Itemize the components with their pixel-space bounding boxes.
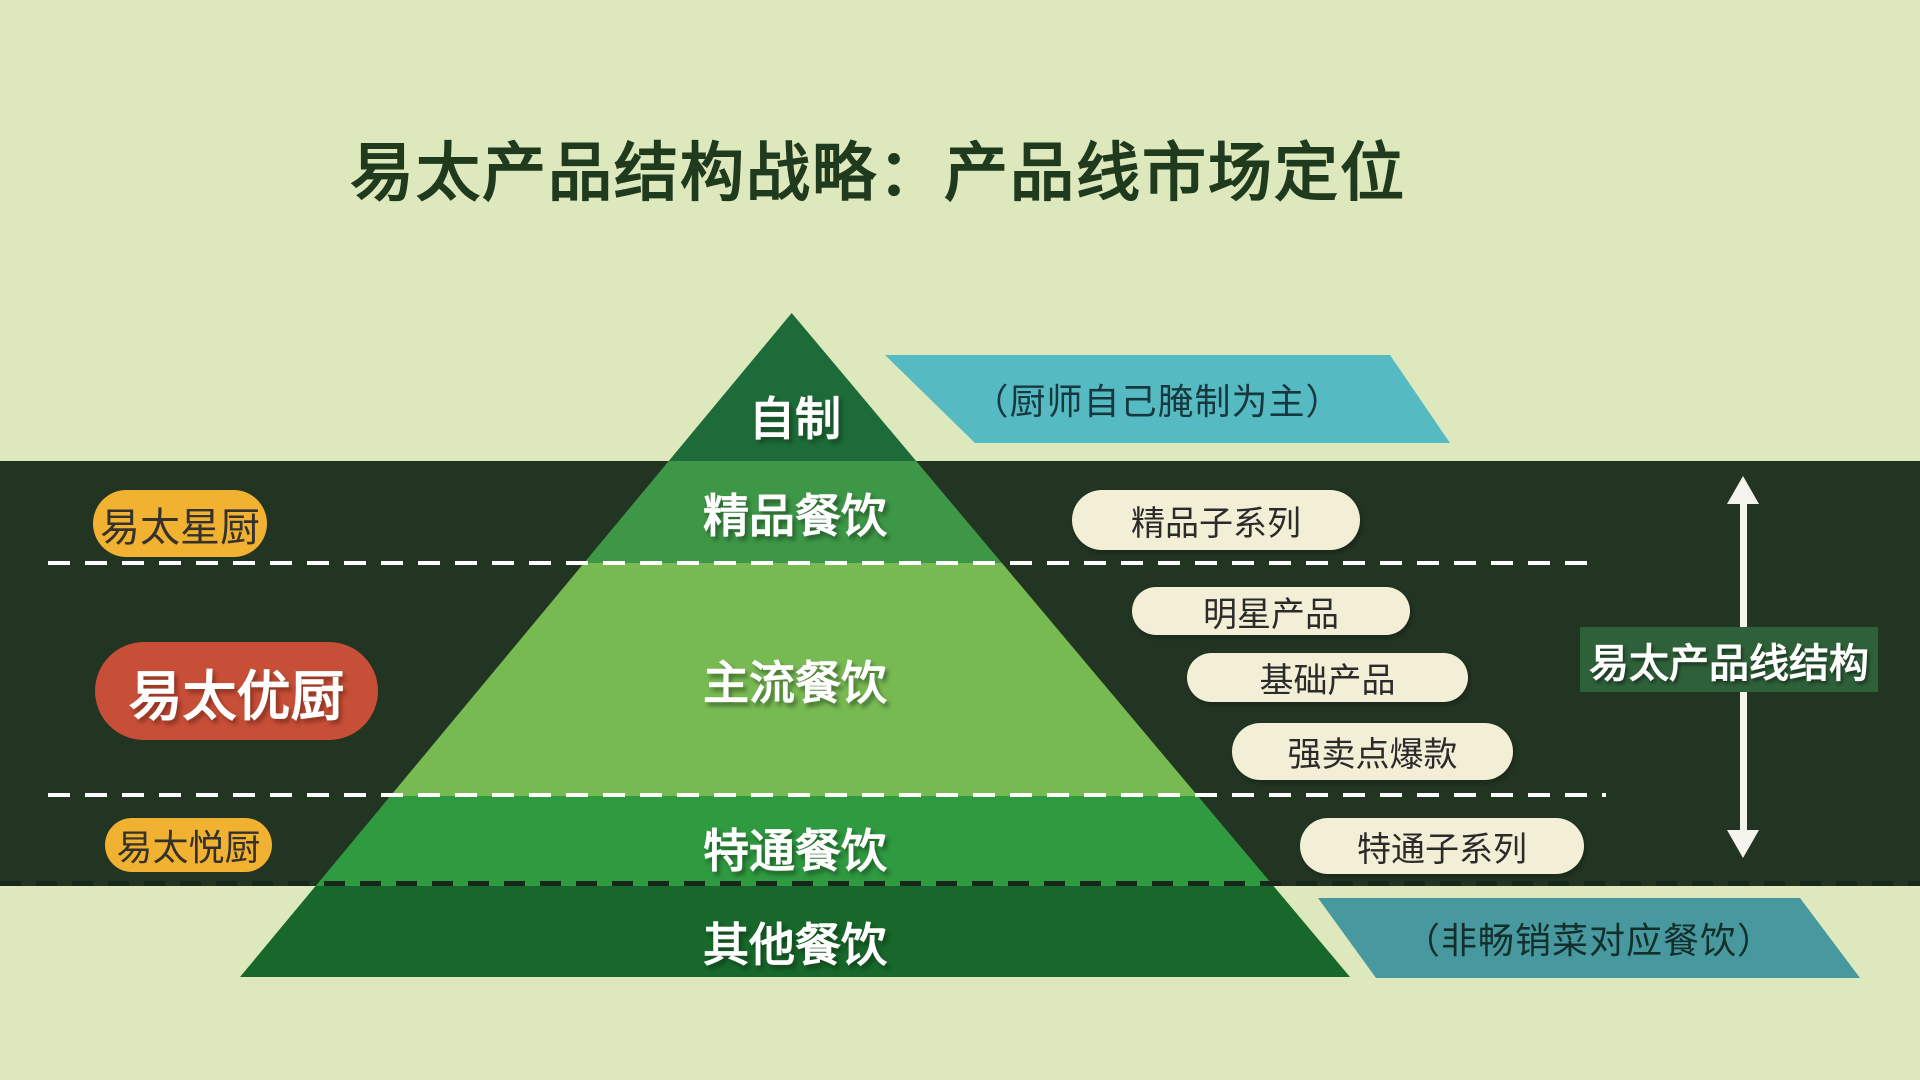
page-title: 易太产品结构战略：产品线市场定位 — [350, 137, 1406, 209]
pyramid-level-special-channel — [240, 796, 1350, 886]
dashed-divider-bottom — [0, 881, 1920, 886]
pyramid-level-other — [240, 886, 1350, 977]
badge-yitai-xingchu: 易太星厨 — [93, 490, 267, 557]
arrow-down-icon — [1727, 830, 1759, 858]
arrow-up-icon — [1727, 476, 1759, 504]
pyramid-label-self-made: 自制 — [749, 393, 841, 445]
tag-premium-subseries: 精品子系列 — [1072, 490, 1360, 550]
callout-chef-pickled: （厨师自己腌制为主） — [885, 355, 1450, 443]
pyramid-label-premium: 精品餐饮 — [703, 490, 887, 542]
tag-star-products: 明星产品 — [1132, 587, 1410, 635]
tag-basic-products: 基础产品 — [1187, 653, 1468, 702]
badge-yitai-youchu: 易太优厨 — [95, 642, 378, 740]
callout-non-bestseller: （非畅销菜对应餐饮） — [1318, 898, 1860, 978]
pyramid-label-other: 其他餐饮 — [703, 919, 887, 971]
product-line-structure-label: 易太产品线结构 — [1580, 627, 1878, 692]
badge-yitai-yuechu: 易太悦厨 — [105, 818, 272, 872]
tag-hot-sellers: 强卖点爆款 — [1232, 723, 1513, 780]
dashed-divider-middle — [48, 793, 1606, 797]
pyramid-label-mainstream: 主流餐饮 — [703, 657, 887, 709]
pyramid-label-special-channel: 特通餐饮 — [703, 825, 887, 877]
dashed-divider-top — [48, 561, 1593, 565]
tag-special-channel-subseries: 特通子系列 — [1300, 818, 1584, 874]
